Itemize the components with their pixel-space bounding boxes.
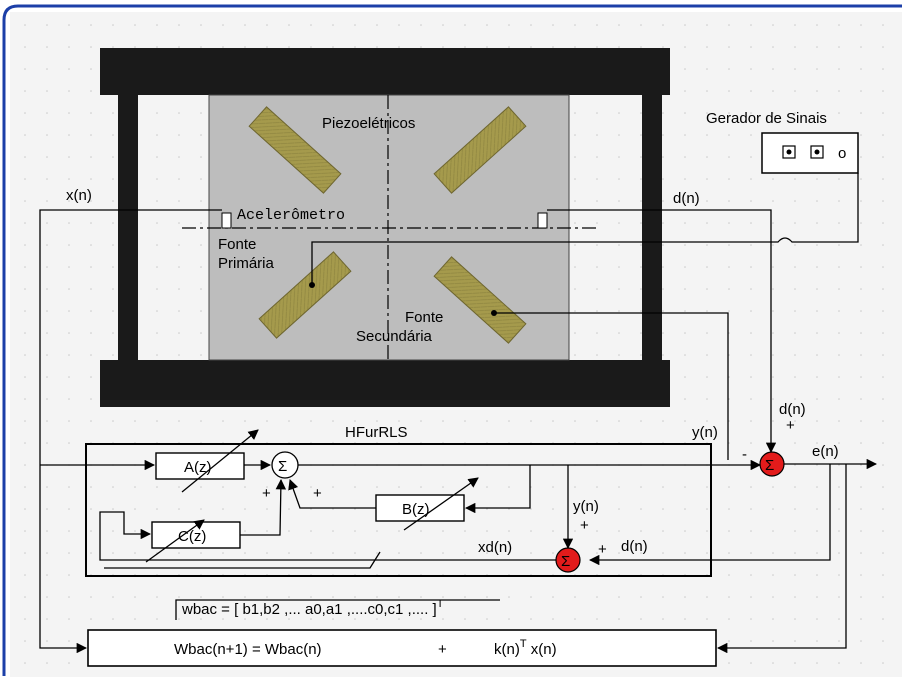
feedback-to-bz-wire xyxy=(464,465,531,514)
primary-source-connection-dot xyxy=(309,282,315,288)
inner-summing-junction-error xyxy=(555,547,581,573)
generator-knob-1 xyxy=(782,145,796,159)
generator-title: Gerador de Sinais xyxy=(706,110,827,127)
inner-error-sigma: Σ xyxy=(561,553,570,570)
xdn-to-cz-wire xyxy=(99,511,556,561)
dn-error-wire xyxy=(547,209,777,454)
update-equation-left: Wbac(n+1) = Wbac(n) xyxy=(174,641,322,658)
dn-to-inner-sum-wire xyxy=(588,464,831,566)
left-column xyxy=(118,93,138,362)
dn-top-label: d(n) xyxy=(673,190,700,207)
generator-output-symbol: o xyxy=(838,145,846,162)
accelerometer-left xyxy=(221,212,232,229)
az-block xyxy=(155,452,245,480)
signal-generator-box xyxy=(761,132,859,174)
piezo-patch-top-left xyxy=(248,106,342,194)
accelerometer-label: Acelerômetro xyxy=(237,207,345,224)
generator-knob-2 xyxy=(810,145,824,159)
hfurrls-title: HFurRLS xyxy=(345,424,408,441)
bz-label: B(z) xyxy=(402,501,430,518)
dn-right-label: d(n) xyxy=(779,401,806,418)
piezo-label: Piezoelétricos xyxy=(322,115,415,132)
secondary-source-label-1: Fonte xyxy=(405,309,443,326)
bz-block xyxy=(375,494,465,522)
dn-inner-plus: + xyxy=(598,541,607,558)
yn-out-label: y(n) xyxy=(692,424,718,441)
inner-sum-sigma: Σ xyxy=(278,458,287,475)
primary-source-label-1: Fonte xyxy=(218,236,256,253)
piezo-patch-top-right xyxy=(433,106,527,194)
secondary-source-connection-dot xyxy=(491,310,497,316)
secondary-source-label-2: Secundária xyxy=(356,328,433,345)
main-sum-minus: - xyxy=(742,446,747,463)
piezo-patch-bottom-right xyxy=(433,256,527,344)
xdn-bottom-wire xyxy=(104,551,381,569)
cz-adapt-arrow xyxy=(145,519,205,563)
bz-adapt-arrow xyxy=(403,477,479,531)
dn-inner-label: d(n) xyxy=(621,538,648,555)
az-adapt-arrow xyxy=(181,429,259,493)
bottom-beam xyxy=(100,360,670,407)
en-label: e(n) xyxy=(812,443,839,460)
hfurrls-block xyxy=(85,443,712,577)
yn-inner-plus: + xyxy=(580,517,589,534)
top-beam xyxy=(100,48,670,95)
xn-label: x(n) xyxy=(66,187,92,204)
en-to-update-wire xyxy=(716,464,847,654)
dn-right-plus: + xyxy=(786,417,795,434)
generator-to-primary-wire xyxy=(311,173,859,285)
secondary-source-wire xyxy=(494,312,729,460)
cz-to-sum-wire xyxy=(240,478,287,536)
cz-label: C(z) xyxy=(178,528,206,545)
wbac-vector-bracket xyxy=(175,599,500,620)
inner-sum-plus-b: + xyxy=(313,485,322,502)
update-equation-plus: + xyxy=(438,641,447,658)
wbac-vector: wbac = [ b1,b2 ,... a0,a1 ,....c0,c1 ,..… xyxy=(181,598,444,618)
az-label: A(z) xyxy=(184,459,212,476)
frame-border xyxy=(2,4,902,676)
yn-inner-label: y(n) xyxy=(573,498,599,515)
right-column xyxy=(642,93,662,362)
bz-to-sum-wire xyxy=(288,479,376,509)
inner-sum-plus-a: + xyxy=(262,485,271,502)
update-equation-block xyxy=(87,629,717,667)
piezo-patch-bottom-left xyxy=(258,251,352,339)
xdn-label: xd(n) xyxy=(478,539,512,556)
primary-source-label-2: Primária xyxy=(218,255,274,272)
xn-to-update-wire xyxy=(39,209,222,654)
accelerometer-right xyxy=(537,212,548,229)
update-equation-right: k(n)T x(n) xyxy=(494,638,557,658)
main-sum-sigma: Σ xyxy=(765,457,774,474)
